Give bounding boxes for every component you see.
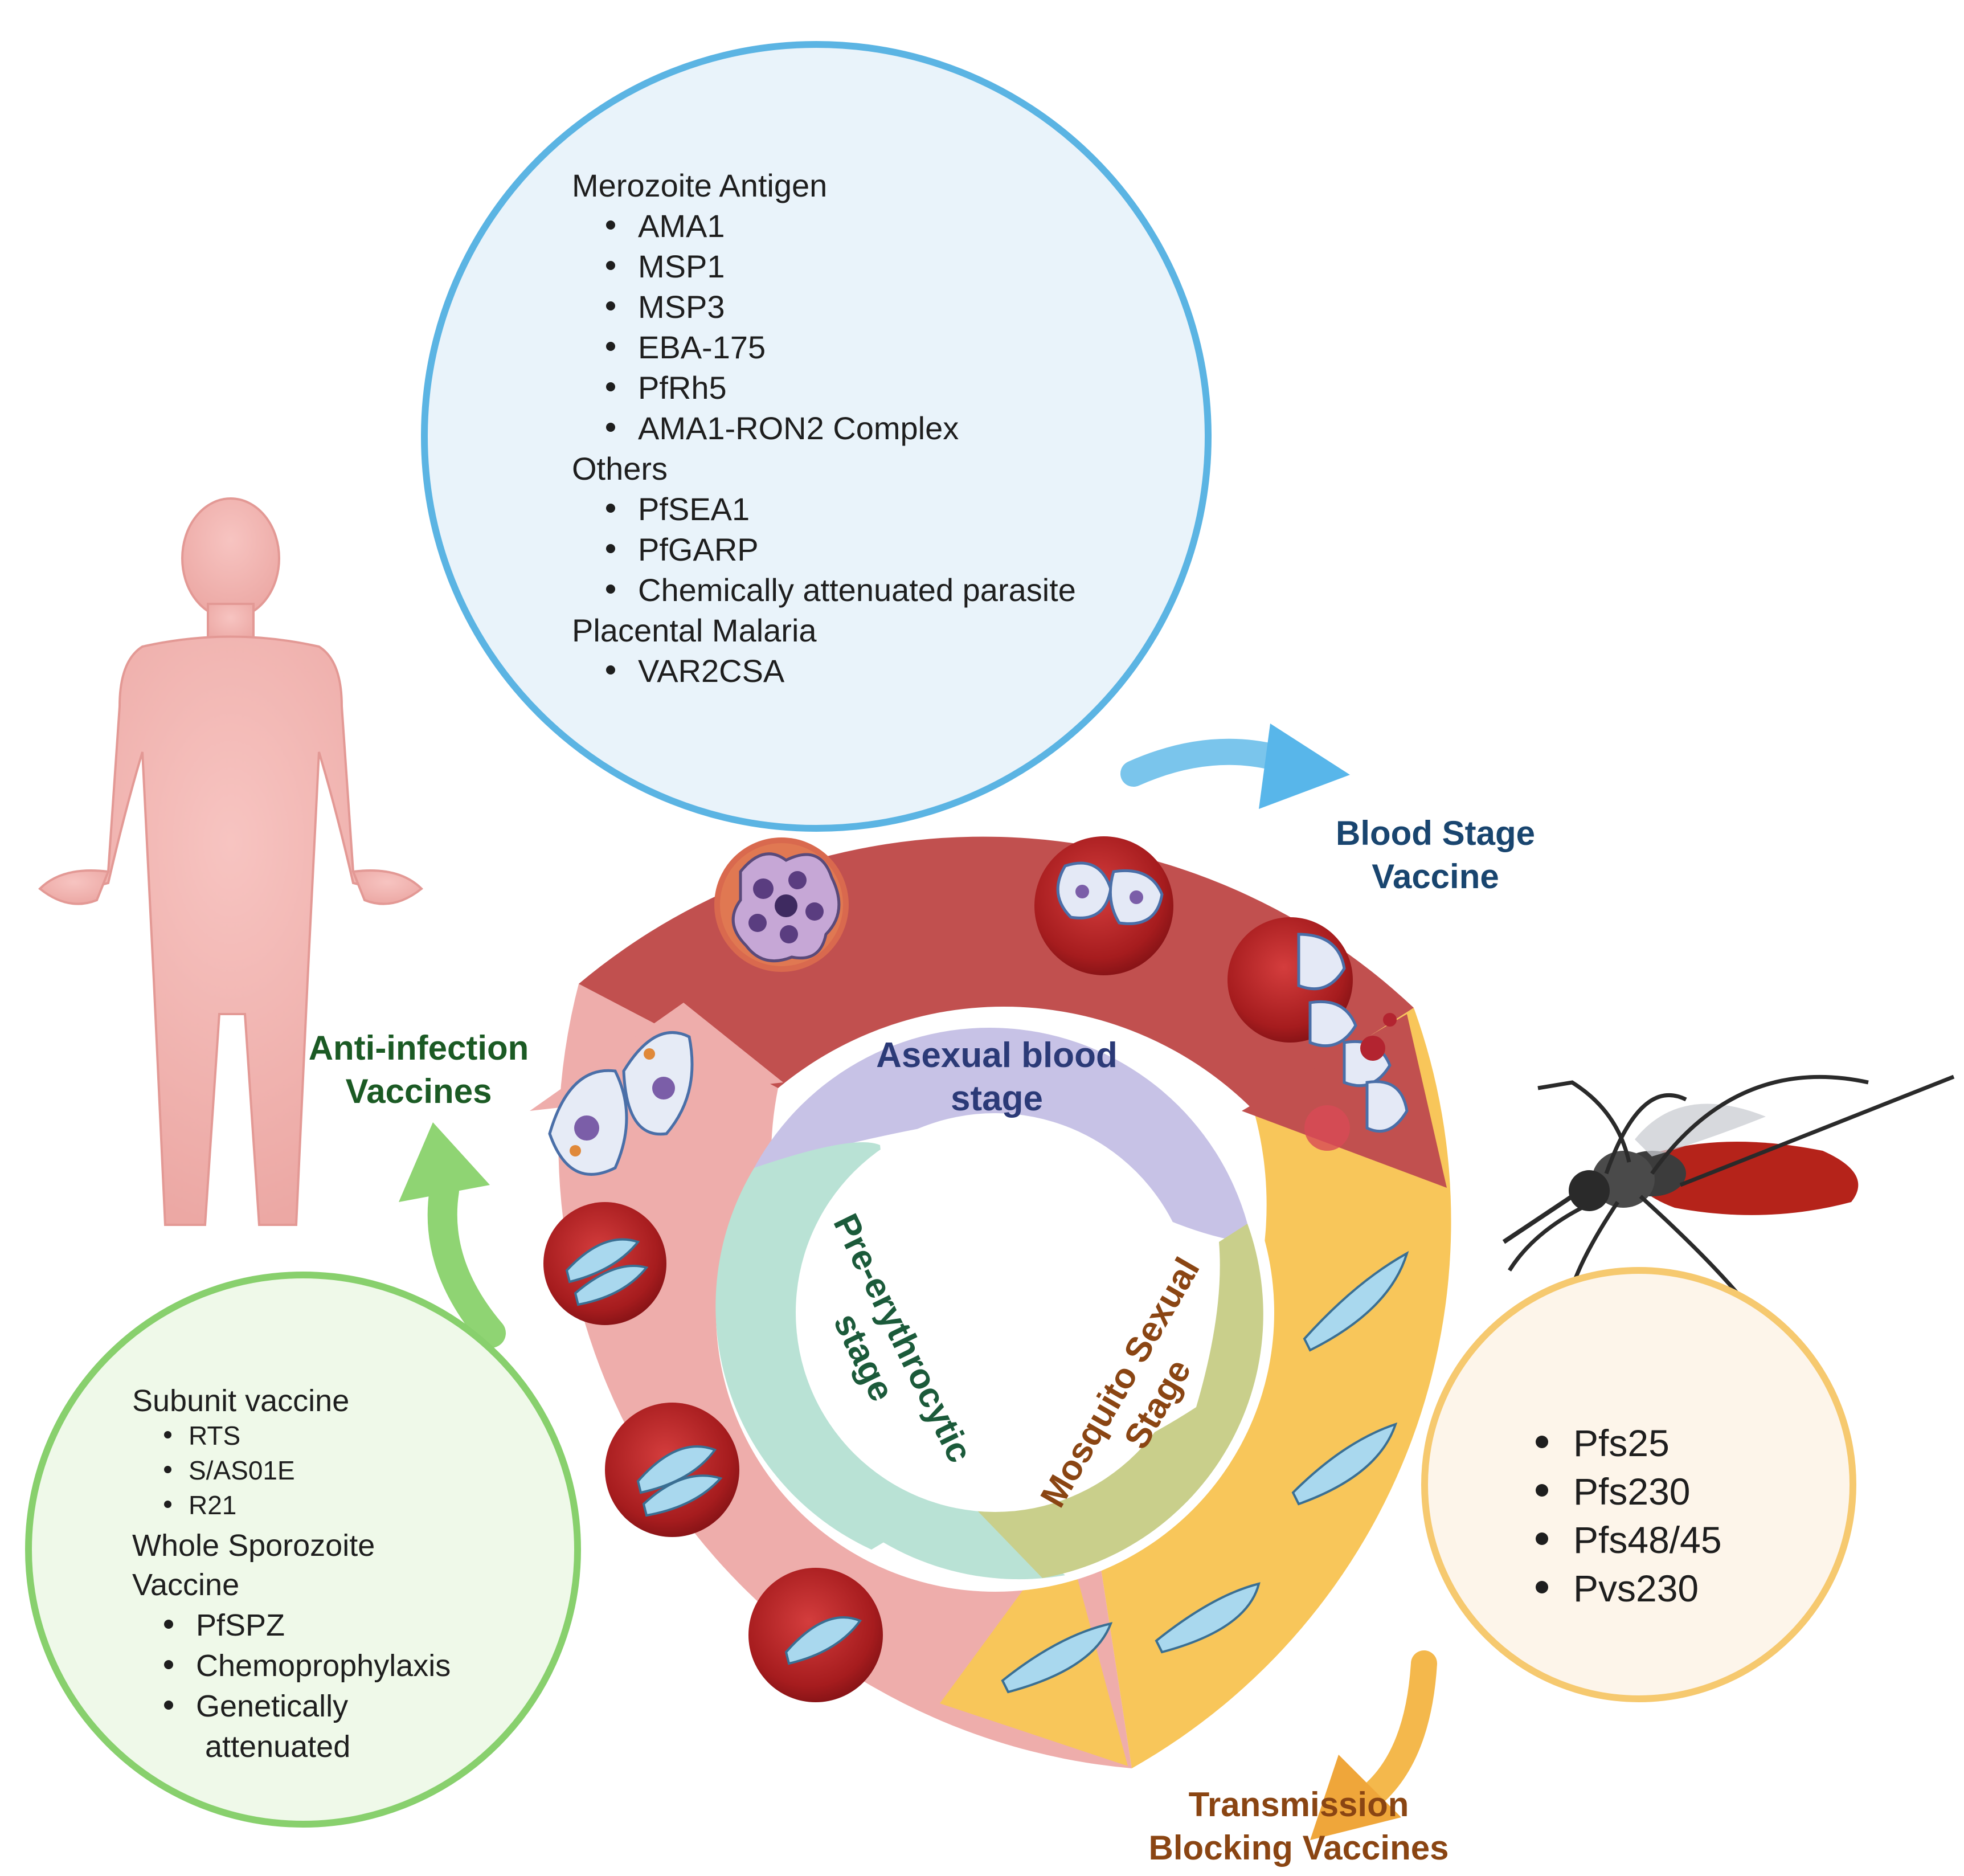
- label-line: Transmission: [1188, 1785, 1409, 1824]
- inner-hole: [796, 1113, 1194, 1512]
- list-item-cont: attenuated: [205, 1730, 351, 1764]
- label-line: stage: [951, 1079, 1043, 1118]
- label-line: Vaccine: [1372, 857, 1499, 896]
- list-item: EBA-175: [606, 332, 766, 363]
- inner-stage-ring: [715, 1027, 1274, 1592]
- anti-infection-arrow: [427, 1176, 506, 1348]
- rbc-with-sporozoites-1: [543, 1202, 666, 1325]
- pre-erythrocytic-inner-arc: [751, 1253, 1065, 1580]
- blood-stage-vaccine-label: Blood Stage Vaccine: [1310, 812, 1561, 898]
- anti-infection-info-circle: [25, 1272, 581, 1828]
- blood-stage-arrowhead: [1259, 724, 1350, 809]
- label-line: Asexual blood: [876, 1036, 1118, 1075]
- list-item: Pfs48/45: [1536, 1521, 1722, 1559]
- list-item: S/AS01E: [164, 1457, 295, 1483]
- blood-stage-info-circle: [421, 41, 1212, 832]
- blood-stage-arrow: [1120, 738, 1289, 787]
- transmission-arrow: [1360, 1650, 1437, 1808]
- transmission-arrowhead: [1310, 1755, 1401, 1840]
- transmission-blocking-label: Transmission Blocking Vaccines: [1116, 1783, 1481, 1870]
- list-item: PfSPZ: [164, 1610, 285, 1641]
- list-item: RTS: [164, 1423, 240, 1449]
- list-item: PfSEA1: [606, 493, 750, 525]
- label-line: Blood Stage: [1335, 814, 1535, 852]
- list-item: AMA1: [606, 210, 725, 242]
- list-item: VAR2CSA: [606, 655, 784, 687]
- list-item: Genetically: [164, 1691, 348, 1722]
- subunit-heading: Subunit vaccine: [132, 1384, 350, 1418]
- label-line: Anti-infection: [308, 1029, 529, 1067]
- list-item: MSP3: [606, 291, 725, 323]
- label-line: Blocking Vaccines: [1148, 1829, 1449, 1867]
- blood-stage-wedge: [1242, 1014, 1447, 1188]
- infected-rbc-top: [1034, 836, 1173, 975]
- mosquito-stage-ring-sector: [1092, 1008, 1451, 1768]
- others-heading: Others: [572, 451, 668, 487]
- list-item: Pfs230: [1536, 1473, 1690, 1510]
- list-item: MSP1: [606, 251, 725, 283]
- list-item: Pvs230: [1536, 1570, 1699, 1607]
- merozoite-antigen-heading: Merozoite Antigen: [572, 167, 828, 203]
- rbc-with-sporozoite-3: [748, 1568, 883, 1702]
- mosquito-stage-wedge: [940, 1532, 1128, 1766]
- human-figure: [38, 497, 423, 1226]
- schizont-cell: [714, 837, 849, 972]
- asexual-blood-stage-label: Asexual blood stage: [854, 1034, 1139, 1121]
- whole-sporozoite-heading: Whole Sporozoite: [132, 1528, 375, 1563]
- liver-stage-cells: [548, 1031, 694, 1176]
- label-line: Vaccines: [345, 1072, 492, 1110]
- whole-sporozoite-heading-cont: Vaccine: [132, 1568, 240, 1602]
- anti-infection-arrowhead: [399, 1122, 490, 1202]
- list-item: R21: [164, 1492, 236, 1518]
- list-item: PfRh5: [606, 372, 727, 404]
- placental-malaria-heading: Placental Malaria: [572, 612, 817, 648]
- list-item: Chemically attenuated parasite: [606, 574, 1076, 606]
- list-item: Chemoprophylaxis: [164, 1650, 451, 1681]
- list-item: Pfs25: [1536, 1424, 1670, 1462]
- anti-infection-vaccines-label: Anti-infection Vaccines: [285, 1027, 553, 1113]
- list-item: PfGARP: [606, 534, 759, 566]
- transmission-info-circle: [1421, 1267, 1856, 1702]
- mosquito: [1502, 1074, 1955, 1295]
- gametocytes: [1001, 1250, 1409, 1694]
- rbc-with-sporozoites-2: [605, 1403, 739, 1537]
- bursting-rbc: [1228, 917, 1409, 1151]
- list-item: AMA1-RON2 Complex: [606, 412, 959, 444]
